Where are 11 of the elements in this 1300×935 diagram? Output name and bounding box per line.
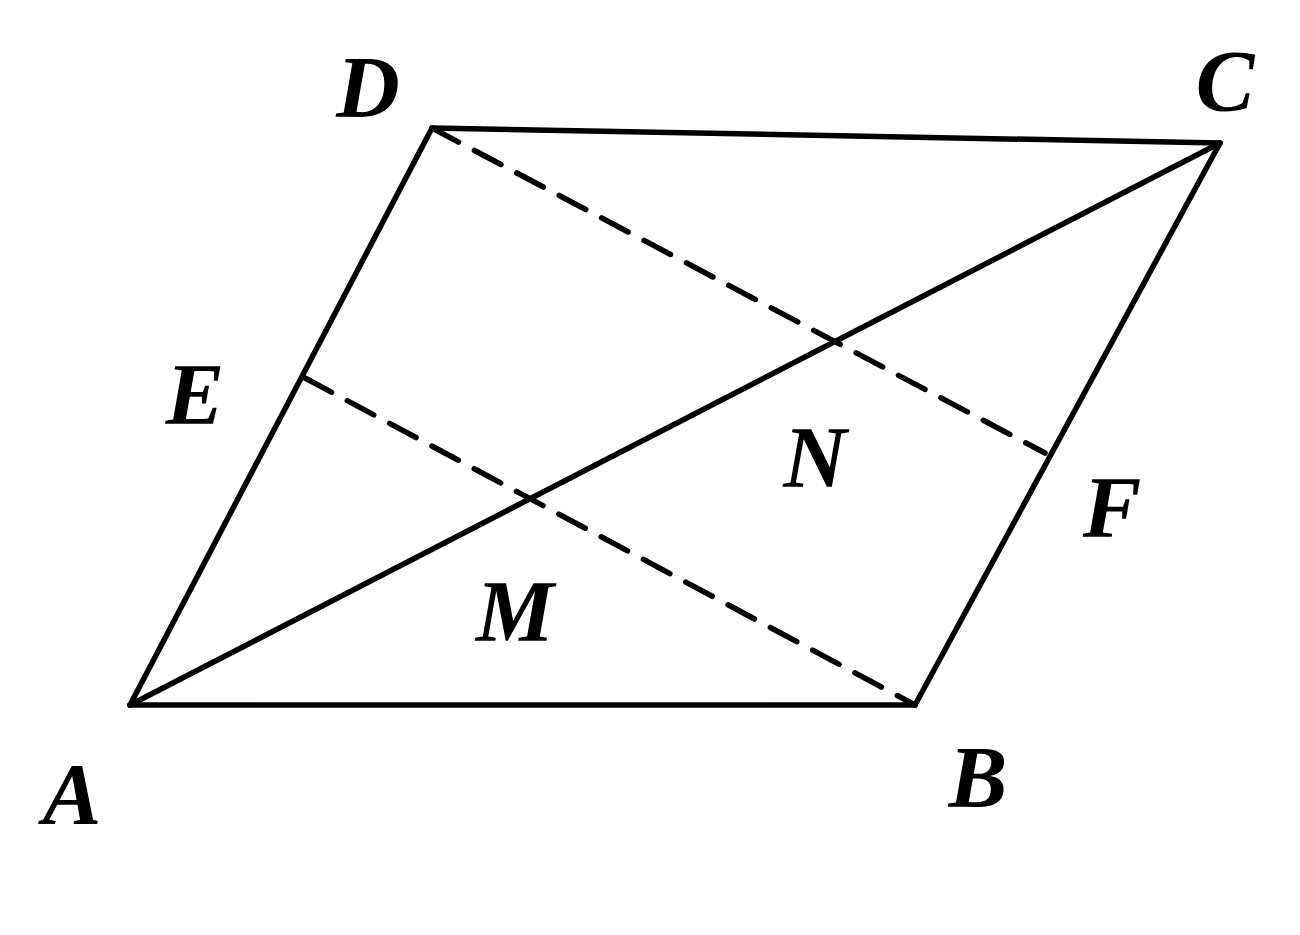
point-label: M <box>474 583 557 641</box>
dashed-line <box>302 375 918 708</box>
point-label: F <box>1082 479 1140 537</box>
point-label: N <box>782 429 850 487</box>
point-label: B <box>947 749 1005 807</box>
dashed-line <box>429 125 1048 456</box>
point-label: D <box>335 59 398 117</box>
point-label: C <box>1198 52 1256 112</box>
point-label: E <box>165 366 221 424</box>
line-segment <box>127 140 1223 708</box>
point-label: A <box>38 765 98 825</box>
